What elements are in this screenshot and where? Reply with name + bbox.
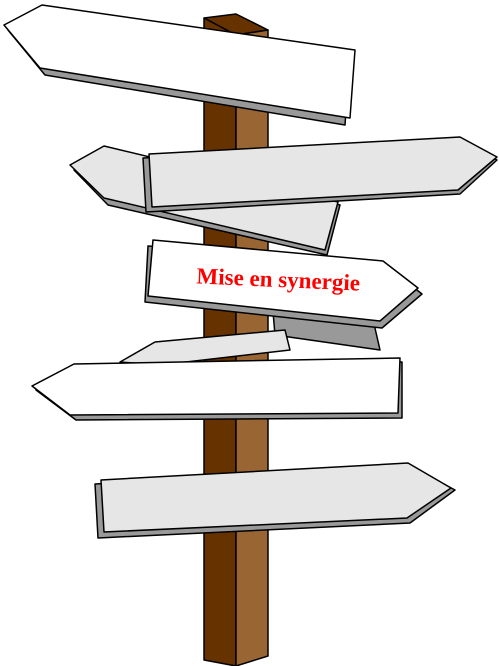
- sign-second-front-board: [148, 136, 498, 208]
- sign-second-front: [142, 136, 498, 213]
- sign-top-left: [3, 4, 356, 126]
- sign-highlighted-board: [147, 239, 419, 322]
- sign-fifth-front: [31, 357, 403, 421]
- sign-bottom-right-board: [100, 462, 452, 533]
- sign-bottom-right: [94, 462, 456, 539]
- sign-highlighted: [144, 239, 423, 351]
- sign-fifth-front-board: [31, 357, 401, 416]
- sign-top-left-board: [3, 4, 356, 119]
